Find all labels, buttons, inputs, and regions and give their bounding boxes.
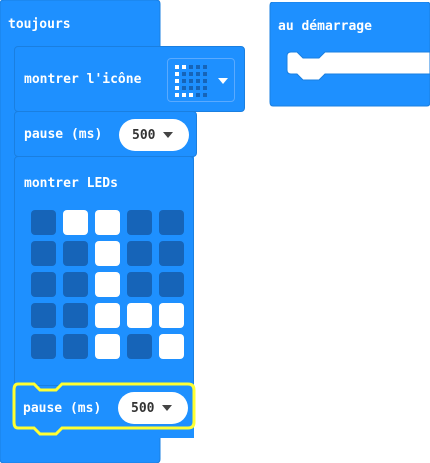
led-cell[interactable]	[95, 272, 120, 297]
on-start-label: au démarrage	[278, 19, 372, 34]
chevron-down-icon	[218, 78, 228, 84]
led-cell[interactable]	[127, 210, 152, 235]
led-matrix	[31, 210, 191, 370]
led-cell[interactable]	[63, 241, 88, 266]
show-icon-block[interactable]: montrer l'icône	[14, 46, 245, 112]
forever-label: toujours	[8, 17, 71, 32]
led-cell[interactable]	[63, 334, 88, 359]
pause-block[interactable]: pause (ms) 500	[14, 384, 194, 428]
led-cell[interactable]	[127, 303, 152, 328]
show-icon-label: montrer l'icône	[24, 72, 142, 87]
led-cell[interactable]	[63, 303, 88, 328]
led-cell[interactable]	[127, 241, 152, 266]
pause-duration-input[interactable]: 500	[119, 119, 189, 151]
on-start-block[interactable]	[269, 2, 430, 108]
led-cell[interactable]	[127, 272, 152, 297]
led-cell[interactable]	[63, 210, 88, 235]
chevron-down-icon	[163, 132, 174, 138]
show-leds-label: montrer LEDs	[24, 176, 118, 191]
led-cell[interactable]	[159, 272, 184, 297]
led-cell[interactable]	[95, 303, 120, 328]
pause-label: pause (ms)	[23, 401, 102, 416]
led-cell[interactable]	[95, 241, 120, 266]
led-cell[interactable]	[95, 210, 120, 235]
show-leds-block[interactable]: montrer LEDs	[14, 156, 194, 386]
led-cell[interactable]	[127, 334, 152, 359]
pause-block[interactable]: pause (ms) 500	[14, 111, 197, 157]
led-cell[interactable]	[159, 334, 184, 359]
led-cell[interactable]	[31, 303, 56, 328]
pause-duration-value: 500	[132, 127, 156, 143]
icon-picker[interactable]	[167, 58, 235, 102]
led-cell[interactable]	[159, 210, 184, 235]
pause-label: pause (ms)	[24, 127, 103, 142]
led-cell[interactable]	[31, 210, 56, 235]
pause-duration-value: 500	[131, 400, 155, 416]
led-cell[interactable]	[31, 241, 56, 266]
led-cell[interactable]	[95, 334, 120, 359]
led-cell[interactable]	[63, 272, 88, 297]
pause-duration-input[interactable]: 500	[118, 392, 188, 424]
led-cell[interactable]	[31, 334, 56, 359]
led-cell[interactable]	[159, 303, 184, 328]
letter-l-icon	[175, 65, 209, 97]
led-cell[interactable]	[159, 241, 184, 266]
led-cell[interactable]	[31, 272, 56, 297]
chevron-down-icon	[162, 405, 173, 411]
